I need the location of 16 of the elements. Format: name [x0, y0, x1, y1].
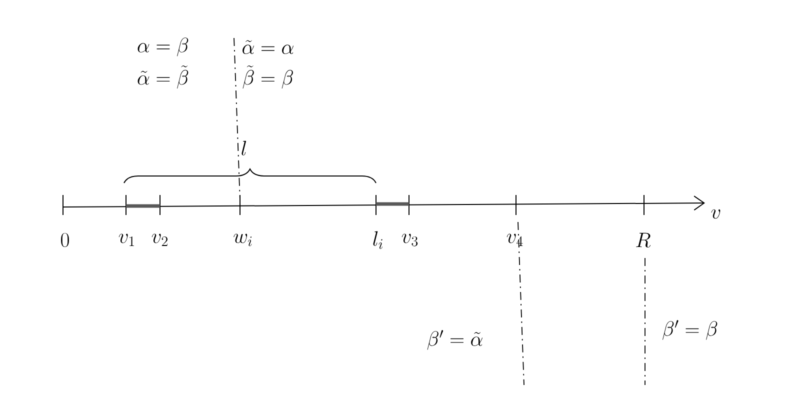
- tick-label: $0$: [61, 232, 69, 248]
- brace-label: $l$: [242, 140, 246, 156]
- tick-label: $R$: [636, 232, 651, 248]
- tick-label: $v_3$: [402, 234, 418, 246]
- tick-label: $v_2$: [152, 234, 168, 246]
- tick-label: $v_4$: [506, 234, 523, 246]
- tick-label: $w_i$: [234, 234, 252, 246]
- equation: $\beta'=\beta$: [662, 320, 718, 340]
- tick-label: $l_i$: [373, 231, 382, 249]
- equation: $\alpha=\beta$: [138, 38, 188, 56]
- equation: $\beta'=\tilde\alpha$: [427, 330, 482, 350]
- axis-label: $v$: [711, 209, 720, 219]
- equation: $\tilde\alpha=\tilde\beta$: [138, 65, 188, 89]
- equation: $\tilde\alpha=\alpha$: [242, 40, 294, 54]
- tick-label: $v_1$: [118, 234, 134, 246]
- equation: $\tilde\beta=\beta$: [242, 65, 293, 89]
